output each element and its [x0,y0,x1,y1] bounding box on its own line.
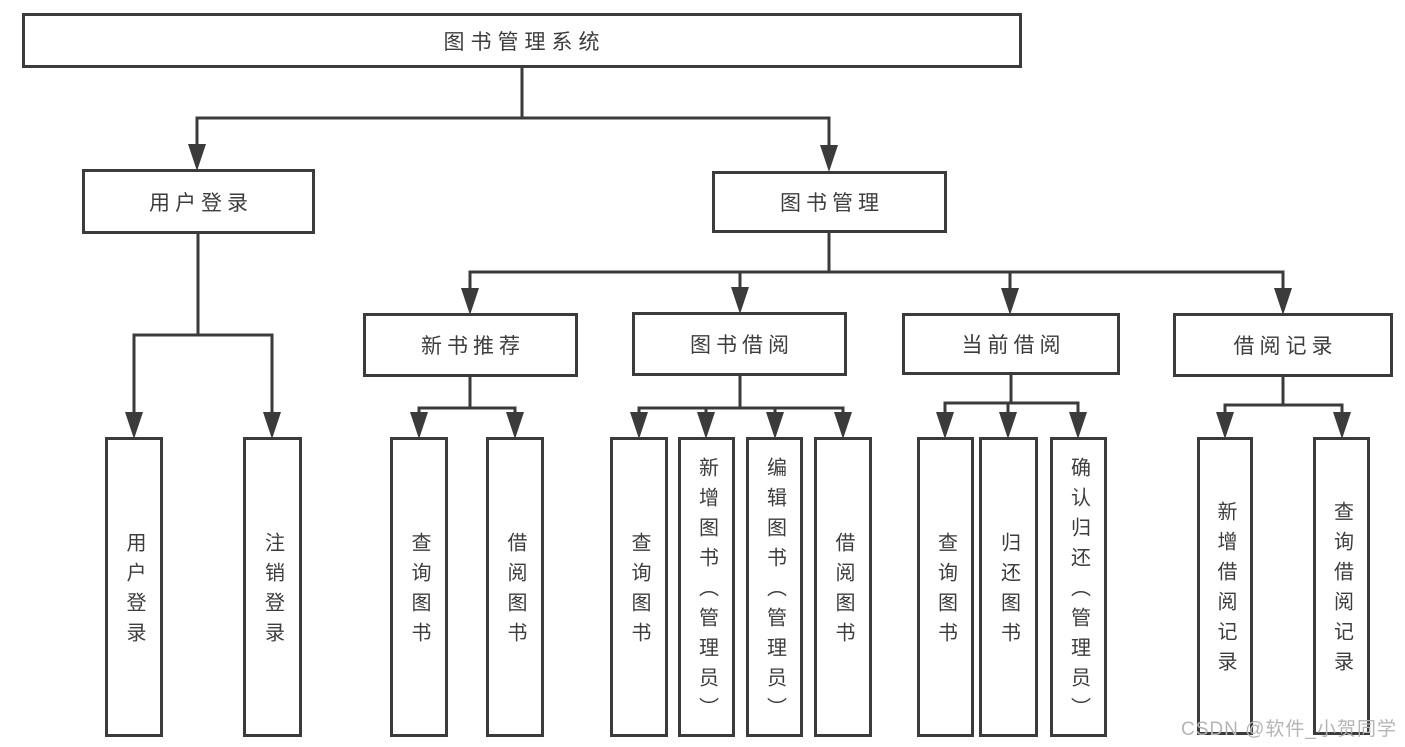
leaf-query-borrow-record: 查询借阅记录 [1313,437,1370,735]
node-book-management: 图书管理 [712,171,947,233]
leaf-return-books: 归还图书 [979,437,1038,737]
connector-current-borrowing-to-leaves [936,373,1087,439]
connector-book-management-to-level3 [461,231,1292,315]
node-library-system: 图书管理系统 [22,13,1022,68]
node-borrowing-records: 借阅记录 [1173,313,1393,377]
connector-new-book-recommend-to-leaves [410,375,524,439]
node-user-login: 用户登录 [82,169,315,234]
leaf-add-borrow-record: 新增借阅记录 [1197,437,1253,735]
leaf-query-books-current: 查询图书 [917,437,974,737]
connector-book-borrowing-to-leaves [630,374,852,439]
leaf-edit-books-admin: 编辑图书（管理员） [746,437,803,737]
leaf-logout: 注销登录 [243,437,302,737]
node-new-book-recommend: 新书推荐 [363,313,578,377]
node-current-borrowing: 当前借阅 [902,313,1120,375]
leaf-borrow-books-borrowing: 借阅图书 [814,437,872,737]
leaf-add-books-admin: 新增图书（管理员） [678,437,735,737]
watermark: CSDN @软件_小贺同学 [1181,719,1397,740]
leaf-borrow-books-recommend: 借阅图书 [486,437,544,737]
leaf-user-login: 用户登录 [105,437,163,737]
leaf-query-books-recommend: 查询图书 [390,437,448,737]
leaf-confirm-return-admin: 确认归还（管理员） [1050,437,1107,737]
node-book-borrowing: 图书借阅 [632,312,847,376]
leaf-query-books-borrowing: 查询图书 [610,437,668,737]
connector-user-login-to-leaves [125,232,281,439]
connector-borrowing-records-to-leaves [1216,375,1351,439]
connector-root-to-level2 [188,66,838,172]
